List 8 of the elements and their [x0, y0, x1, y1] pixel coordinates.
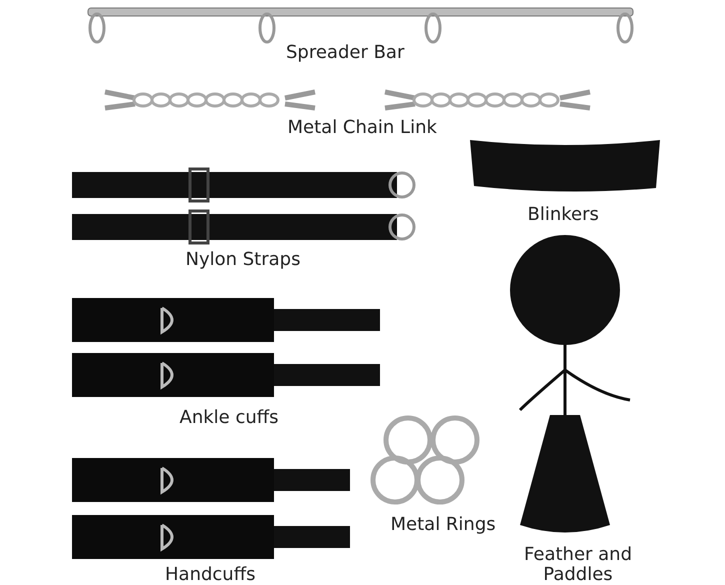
item-caption: Metal Chain Link: [288, 118, 437, 138]
item-caption: Spreader Bar: [286, 43, 404, 63]
item-caption: Metal Rings: [390, 515, 496, 535]
item-caption: Ankle cuffs: [180, 408, 279, 428]
item-caption: Handcuffs: [165, 565, 256, 585]
item-caption: Blinkers: [528, 205, 599, 225]
item-caption: Nylon Straps: [186, 250, 300, 270]
item-caption: Feather and Paddles: [523, 545, 633, 585]
